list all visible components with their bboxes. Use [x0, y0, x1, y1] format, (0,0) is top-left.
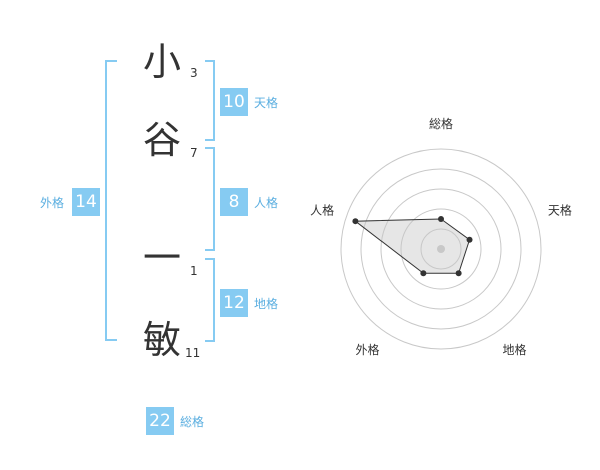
radar-point-1 — [438, 216, 444, 222]
name-char-1: 小 — [142, 40, 181, 84]
stroke-count-1: 3 — [190, 66, 198, 80]
radar-ring-1 — [420, 228, 462, 270]
soukaku-value: 22 — [146, 407, 174, 435]
gaikaku-value: 14 — [72, 188, 100, 216]
radar-point-4 — [420, 270, 427, 277]
radar-ring-2 — [400, 208, 482, 290]
tenkaku-label: 天格 — [254, 96, 279, 110]
radar-axis-label-5: 人格 — [310, 202, 334, 217]
tenkaku-value: 10 — [220, 88, 248, 116]
radar-axis-label-3: 地格 — [502, 342, 526, 357]
radar-ring-5 — [340, 148, 542, 350]
radar-ring-3 — [380, 188, 502, 310]
stroke-count-2: 7 — [190, 146, 198, 160]
chikaku-value: 12 — [220, 289, 248, 317]
radar-axis-label-1: 総格 — [429, 116, 453, 131]
radar-axis-label-4: 外格 — [356, 342, 380, 357]
radar-point-3 — [455, 270, 462, 277]
jinkaku-label: 人格 — [254, 196, 279, 210]
name-char-2: 谷 — [142, 118, 181, 162]
gaikaku-bracket — [105, 60, 117, 341]
radar-center — [437, 245, 445, 253]
gaikaku-label: 外格 — [40, 196, 65, 210]
stroke-count-3: 1 — [190, 264, 198, 278]
radar-ring-4 — [360, 168, 522, 330]
radar-point-2 — [466, 236, 473, 243]
radar-axis-label-2: 天格 — [548, 202, 572, 217]
jinkaku-bracket — [205, 147, 215, 251]
tenkaku-bracket — [205, 60, 215, 141]
name-char-3: 一 — [142, 236, 181, 280]
soukaku-label: 総格 — [180, 415, 205, 429]
stroke-count-4: 11 — [185, 346, 201, 360]
radar-series-polygon — [353, 218, 471, 274]
radar-point-5 — [352, 218, 359, 225]
jinkaku-value: 8 — [220, 188, 248, 216]
chikaku-label: 地格 — [254, 297, 279, 311]
chikaku-bracket — [205, 258, 215, 342]
name-char-4: 敏 — [142, 318, 181, 362]
